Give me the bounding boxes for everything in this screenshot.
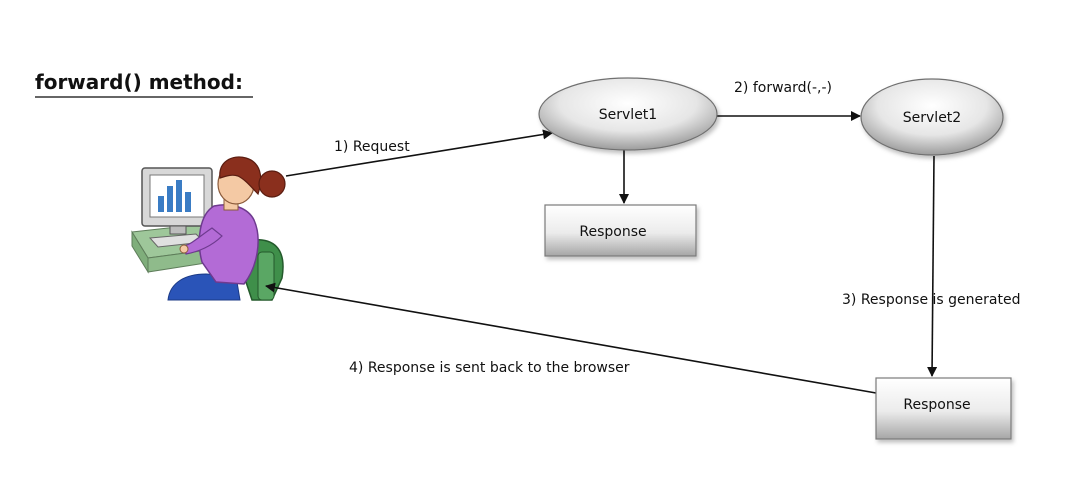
response-box-2-label: Response [903,397,970,413]
arrows [265,111,938,394]
diagram-title: forward() method: [35,70,253,98]
forward-label: 2) forward(-,-) [734,80,832,96]
sent-back-label: 4) Response is sent back to the browser [349,360,630,376]
servlet1-node: Servlet1 [538,77,718,151]
generated-arrow [927,155,938,377]
servlet2-node: Servlet2 [860,78,1004,156]
generated-label: 3) Response is generated [842,292,1020,308]
user-at-computer-icon [131,156,286,301]
title-text: forward() method: [35,70,243,94]
request-label: 1) Request [334,139,410,155]
response-box-1: Response [544,204,697,257]
servlet1-label: Servlet1 [599,107,657,123]
response-box-2: Response [875,377,1012,440]
request-arrow [285,129,553,177]
servlet2-label: Servlet2 [903,110,961,126]
sent-back-arrow [265,282,877,394]
response-box-1-label: Response [579,224,646,240]
